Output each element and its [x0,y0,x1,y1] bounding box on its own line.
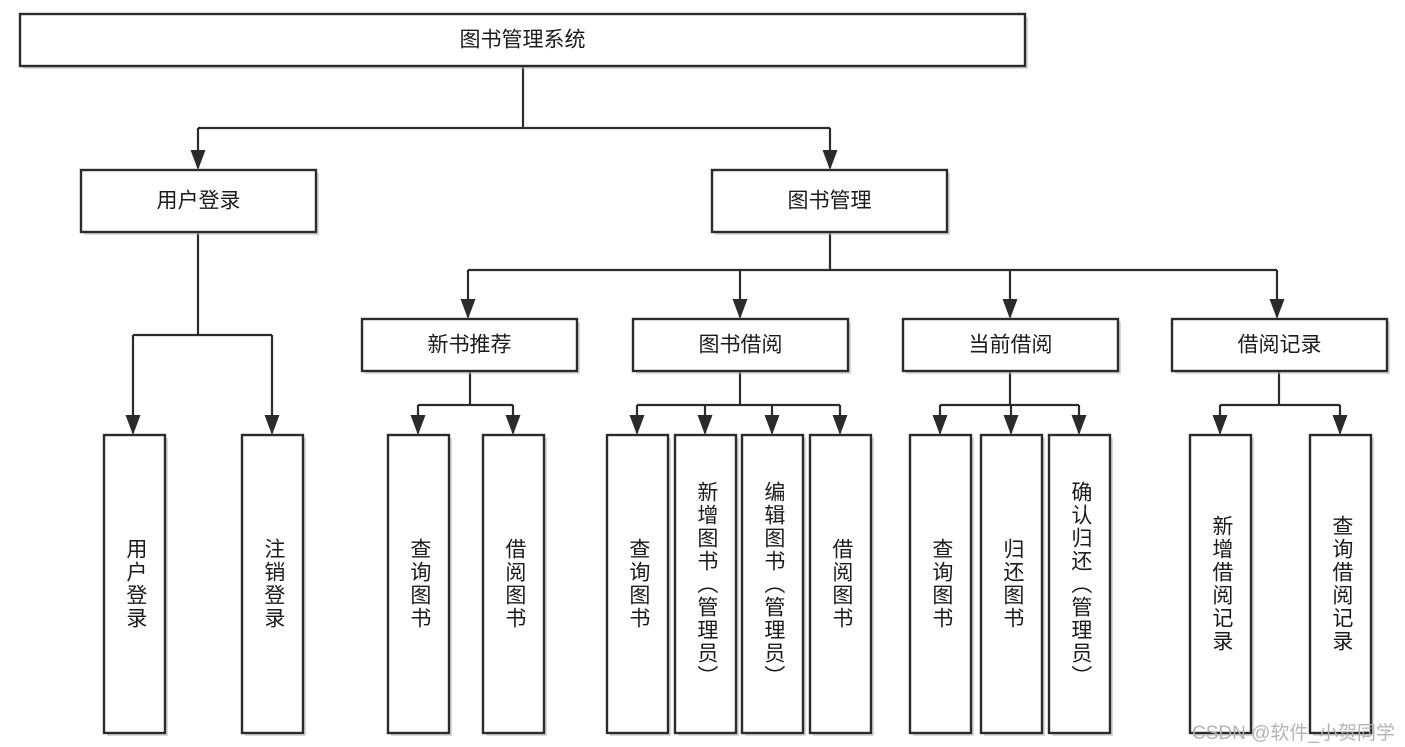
node-leaf-borrow-book-1[interactable] [481,433,546,735]
arrow-head-icon [1332,415,1348,435]
arrow-head-icon [460,299,476,319]
arrow-head-icon [832,415,848,435]
node-new-book-rec[interactable] [360,317,579,373]
node-leaf-add-record[interactable] [1188,433,1253,735]
node-borrow-record[interactable] [1170,317,1389,373]
arrow-head-icon [697,415,713,435]
node-box-layer [18,12,1390,736]
node-book-manage-label: 图书管理 [788,190,872,213]
node-current-borrow[interactable] [901,317,1120,373]
arrow-head-icon [732,299,748,319]
arrow-head-icon [1002,299,1018,319]
arrow-head-icon [264,415,280,435]
arrow-head-icon [1071,415,1087,435]
node-leaf-return-book[interactable] [979,433,1044,735]
node-borrow-record-label: 借阅记录 [1238,334,1322,357]
csdn-watermark: CSDN @软件_小贺同学 [1192,723,1395,744]
node-user-login[interactable] [79,168,318,234]
arrow-head-icon [1269,299,1285,319]
node-leaf-edit-book[interactable] [740,433,805,735]
node-new-book-rec-label: 新书推荐 [428,334,512,357]
node-root[interactable] [18,12,1027,68]
connector-layer [125,66,1348,435]
arrow-head-icon [1003,415,1019,435]
node-leaf-query-record[interactable] [1308,433,1373,735]
arrow-head-icon [629,415,645,435]
node-leaf-user-logout[interactable] [240,433,305,735]
node-leaf-query-book-3[interactable] [908,433,973,735]
arrow-head-icon [505,415,521,435]
arrow-head-icon [410,415,426,435]
arrow-head-icon [1212,415,1228,435]
arrow-head-icon [125,415,141,435]
arrow-head-icon [190,150,206,170]
node-book-borrow-label: 图书借阅 [699,334,783,357]
node-leaf-user-login[interactable] [102,433,167,735]
node-leaf-query-book-2[interactable] [605,433,670,735]
node-book-borrow[interactable] [631,317,850,373]
arrow-head-icon [932,415,948,435]
node-root-label: 图书管理系统 [460,29,586,52]
node-leaf-borrow-book-2[interactable] [808,433,873,735]
node-leaf-query-book-1[interactable] [386,433,451,735]
node-leaf-confirm-return[interactable] [1047,433,1112,735]
arrow-head-icon [822,150,838,170]
node-leaf-add-book[interactable] [673,433,738,735]
arrow-head-icon [764,415,780,435]
node-book-manage[interactable] [710,168,949,234]
node-current-borrow-label: 当前借阅 [969,334,1053,357]
node-user-login-label: 用户登录 [157,190,241,213]
